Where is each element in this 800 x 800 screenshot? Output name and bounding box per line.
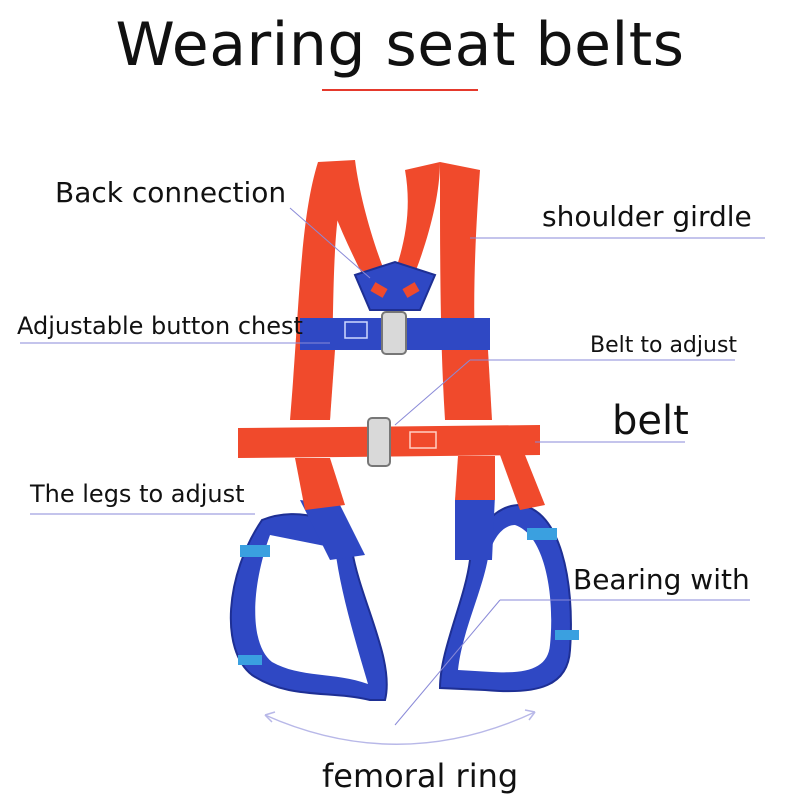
waist-buckle [367, 417, 391, 467]
leg-loops [229, 503, 579, 701]
chest-strap-stitch [344, 321, 368, 339]
leader-lines [20, 207, 765, 745]
right-side-strap [500, 455, 545, 510]
back-plate-slot-left [370, 282, 388, 298]
right-leg-inner [458, 525, 552, 673]
label-bearing-with: Bearing with [573, 563, 750, 596]
label-back-connection: Back connection [55, 176, 287, 209]
left-leg-strap [295, 458, 345, 510]
left-torso-strap [295, 350, 335, 420]
right-torso-strap [455, 350, 492, 420]
back-d-ring-plate [353, 260, 437, 311]
left-leg-inner [255, 535, 368, 684]
waist-belt-stitch [409, 431, 437, 449]
right-leg-strap [455, 456, 495, 500]
right-leg-keeper [527, 528, 557, 540]
chest-buckle [381, 311, 407, 355]
title-underline [322, 89, 478, 91]
back-plate-slot-right [402, 282, 420, 298]
page-title: Wearing seat belts [115, 10, 685, 80]
femoral-arc-right-arrow [524, 709, 536, 721]
label-belt-to-adjust: Belt to adjust [590, 333, 738, 358]
label-belt: belt [612, 398, 689, 444]
leader-back-connection [289, 207, 371, 279]
right-leg-strap-blue [455, 495, 495, 560]
left-loop-keeper [238, 655, 262, 665]
leader-belt-adjust-diag [394, 359, 471, 426]
left-leg-keeper [240, 545, 270, 557]
femoral-arc-left-arrow [264, 711, 276, 723]
label-shoulder-girdle: shoulder girdle [542, 200, 752, 233]
label-adjustable-button-chest: Adjustable button chest [17, 312, 303, 340]
label-legs-to-adjust: The legs to adjust [30, 480, 245, 508]
right-shoulder-strap [392, 162, 440, 285]
left-leg-strap-blue [300, 500, 365, 560]
label-femoral-ring: femoral ring [322, 757, 519, 795]
leader-bearing-diag [394, 599, 501, 726]
right-loop-keeper [555, 630, 579, 640]
femoral-arc [264, 711, 536, 745]
